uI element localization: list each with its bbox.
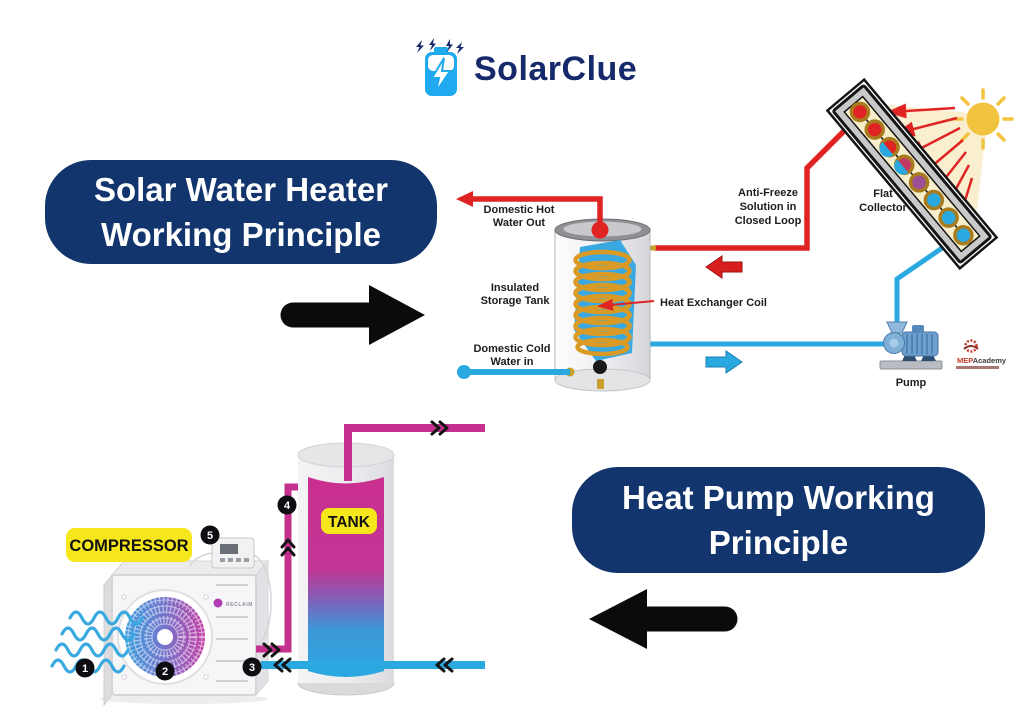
svg-text:TANK: TANK bbox=[328, 514, 371, 531]
hot-flow-arrow-icon bbox=[705, 255, 743, 279]
label-coil: Heat Exchanger Coil bbox=[660, 297, 767, 309]
solar-title-box: Solar Water Heater Working Principle bbox=[45, 160, 437, 264]
tank-water-gradient bbox=[308, 477, 384, 677]
hot-loop-pipe bbox=[654, 113, 862, 251]
heat-pump-title-line2: Principle bbox=[708, 524, 849, 561]
pump bbox=[879, 279, 943, 370]
label-tank-1: Insulated bbox=[491, 282, 539, 294]
flow-chevron-right-icon bbox=[430, 420, 449, 436]
step-badges: 1 2 3 4 5 bbox=[75, 495, 297, 681]
flow-chevron-left-icon bbox=[273, 657, 292, 673]
solar-title-line2: Working Principle bbox=[101, 216, 381, 253]
compressor-unit: RECLAIM bbox=[100, 559, 270, 707]
tank-label: TANK bbox=[321, 508, 377, 534]
flow-chevron-right-icon bbox=[262, 642, 281, 658]
solar-water-heater-diagram: MEPAcademy Domestic Hot Water Out Insula… bbox=[450, 77, 1024, 405]
heat-pump-title-line1: Heat Pump Working bbox=[622, 479, 935, 516]
battery-lightning-icon bbox=[416, 38, 464, 96]
label-hot-out-2: Water Out bbox=[493, 217, 545, 229]
arrow-right-icon bbox=[280, 282, 430, 348]
solar-title-line1: Solar Water Heater bbox=[93, 171, 389, 208]
label-cold-in-1: Domestic Cold bbox=[473, 343, 550, 355]
step-1: 1 bbox=[82, 663, 88, 675]
unit-brand-label: RECLAIM bbox=[226, 602, 253, 608]
cold-flow-arrow-icon bbox=[705, 350, 743, 374]
coil-pointer-arrow bbox=[597, 298, 655, 311]
flow-chevron-up-icon bbox=[280, 538, 296, 557]
label-pump: Pump bbox=[896, 377, 927, 389]
arrow-left-icon bbox=[583, 588, 738, 652]
step-2: 2 bbox=[162, 666, 168, 678]
label-antifreeze-2: Solution in bbox=[740, 201, 797, 213]
label-hot-out-1: Domestic Hot bbox=[484, 204, 555, 216]
step-3: 3 bbox=[249, 662, 255, 674]
vent-lines bbox=[216, 584, 248, 682]
heat-pump-diagram: RECLAIM bbox=[40, 415, 520, 715]
heat-pump-title-box: Heat Pump Working Principle bbox=[572, 467, 985, 573]
label-cold-in-2: Water in bbox=[491, 356, 534, 368]
hot-out-pipe bbox=[456, 191, 609, 239]
controller bbox=[189, 537, 272, 650]
flat-collector bbox=[825, 77, 999, 271]
step-5: 5 bbox=[207, 530, 213, 542]
label-antifreeze-1: Anti-Freeze bbox=[738, 187, 798, 199]
label-collector-1: Flat bbox=[873, 188, 893, 200]
compressor-label: COMPRESSOR bbox=[66, 528, 192, 562]
heat-exchanger-coil bbox=[573, 249, 632, 357]
svg-text:COMPRESSOR: COMPRESSOR bbox=[69, 537, 188, 555]
unit-brand-icon bbox=[213, 598, 223, 608]
step-4: 4 bbox=[284, 500, 291, 512]
label-tank-2: Storage Tank bbox=[481, 295, 551, 307]
label-antifreeze-3: Closed Loop bbox=[735, 215, 802, 227]
label-collector-2: Collector bbox=[859, 202, 907, 214]
mep-academy-watermark: MEPAcademy bbox=[956, 339, 1007, 369]
flow-chevron-left-icon bbox=[435, 657, 454, 673]
water-tank bbox=[297, 442, 395, 696]
brand-name: SolarClue bbox=[474, 49, 638, 88]
svg-text:MEPAcademy: MEPAcademy bbox=[957, 356, 1007, 365]
cold-in-pipe bbox=[457, 365, 570, 379]
sun-icon bbox=[952, 88, 1014, 150]
brand-logo: SolarClue bbox=[414, 38, 637, 100]
